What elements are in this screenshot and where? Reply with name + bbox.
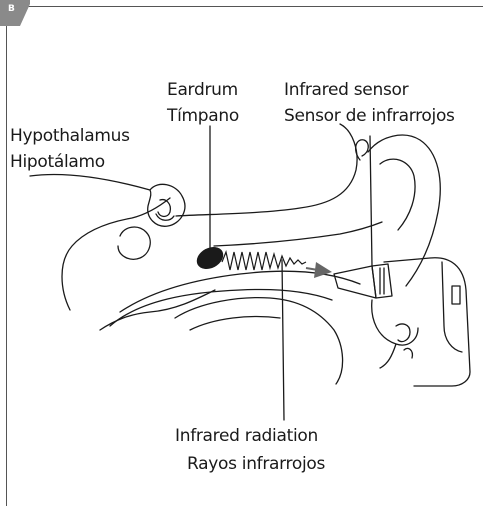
canal-upper-wall-2 [214,222,382,246]
throat-outline [175,298,343,384]
pinna-fold [356,140,369,160]
canal-lower-wall [120,271,360,312]
thermometer-detail [396,324,410,342]
label-sensor-en: Infrared sensor [284,78,408,102]
label-radiation-es: Rayos infrarrojos [187,452,325,476]
pinna-outer [368,135,440,286]
label-sensor-es: Sensor de infrarrojos [284,104,455,128]
sensor-leader [370,136,372,266]
thermometer-button [452,286,460,304]
thermometer-ring [380,268,384,294]
radiation-leader [282,260,284,420]
neck-jaw-curve [100,290,215,330]
thermometer-grip [442,262,462,352]
throat-inner [190,317,280,331]
pinna-inner [380,159,415,230]
canal-upper-wall [176,124,357,216]
thermometer-body [384,258,470,386]
label-hypothalamus-en: Hypothalamus [10,124,130,148]
head-outline [62,198,170,310]
label-eardrum-en: Eardrum [167,78,238,102]
label-radiation-en: Infrared radiation [175,424,318,448]
label-eardrum-es: Tímpano [167,104,239,128]
thermometer-detail-2 [404,348,412,358]
hypothalamus-inner2 [156,214,174,220]
label-hypothalamus-es: Hipotálamo [10,150,105,174]
pinna-helix-lower [380,344,396,368]
pinna-lobe [372,300,418,345]
hypothalamus-leader [30,175,150,190]
brain-cavity [118,227,150,259]
radiation-zigzag [222,252,306,270]
